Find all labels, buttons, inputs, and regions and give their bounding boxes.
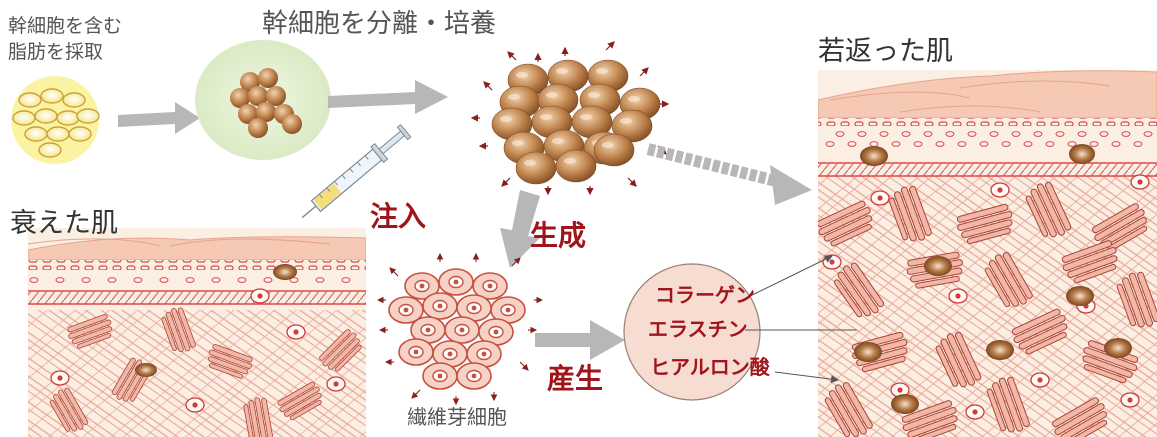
- dermal-cell: [326, 376, 346, 392]
- stem-cell: [282, 114, 302, 134]
- fibroblast-cell: [444, 316, 480, 344]
- stem-cell: [515, 151, 557, 185]
- dashed-arrow-to-skin: [646, 143, 812, 205]
- stem-cell: [258, 68, 278, 88]
- pointer-collagen: [741, 255, 833, 301]
- dermal-cell: [870, 190, 890, 206]
- stem-cell: [1104, 338, 1132, 358]
- fat-cell: [62, 92, 86, 108]
- fat-cell: [18, 92, 42, 108]
- fat-sample: [11, 76, 100, 164]
- product-circle: [623, 263, 761, 401]
- growth-arrow: [411, 389, 421, 399]
- fat-cell: [12, 110, 36, 126]
- generate-label: 生成: [530, 219, 586, 252]
- product-elastin: エラスチン: [648, 317, 748, 341]
- produce-label: 産生: [547, 362, 603, 395]
- aged-label: 衰えた肌: [10, 208, 118, 239]
- dermal-cell: [965, 404, 985, 420]
- produce-arrow: [535, 320, 625, 360]
- dermal-cell: [50, 370, 70, 386]
- cultured-cell-cluster: [470, 41, 670, 196]
- rejuvenated-skin-cross-section: [818, 70, 1157, 437]
- dermal-cell: [286, 324, 306, 340]
- stem-cell: [593, 133, 635, 167]
- fibroblast-label: 繊維芽細胞: [407, 405, 507, 429]
- fat-cell: [46, 126, 70, 142]
- dermal-cell: [822, 254, 842, 270]
- growth-arrow: [507, 51, 517, 61]
- stem-cell: [266, 86, 286, 106]
- harvest-label-line2: 脂肪を採取: [8, 41, 103, 63]
- stem-cell: [891, 394, 919, 414]
- aged-skin-cross-section: [28, 228, 366, 437]
- stem-cell: [248, 118, 268, 138]
- fibroblast-cell: [438, 268, 474, 296]
- fat-cell: [24, 126, 48, 142]
- dermal-cell: [185, 397, 205, 413]
- fat-cell: [76, 108, 100, 124]
- growth-arrow: [519, 361, 529, 371]
- growth-arrow: [605, 41, 615, 51]
- growth-arrow: [511, 257, 521, 267]
- fibroblast-cluster: [376, 252, 544, 406]
- dermal-cell: [990, 182, 1010, 198]
- separate-label: 幹細胞を分離・培養: [262, 9, 496, 39]
- fat-cell: [56, 110, 80, 126]
- growth-arrow: [389, 267, 399, 277]
- stem-cell: [256, 102, 276, 122]
- generate-arrow: [500, 190, 540, 268]
- stem-cell: [924, 256, 952, 276]
- syringe-icon: [301, 123, 412, 219]
- stem-cell: [854, 342, 882, 362]
- stem-cell: [986, 340, 1014, 360]
- fibroblast-cell: [398, 338, 434, 366]
- growth-arrow: [627, 177, 637, 187]
- growth-arrow: [483, 81, 493, 91]
- pointer-hyaluronic: [774, 371, 839, 384]
- dermal-cell: [1120, 392, 1140, 408]
- dermal-cell: [1030, 372, 1050, 388]
- fat-cell: [38, 142, 62, 158]
- fibroblast-cell: [422, 292, 458, 320]
- rejuvenated-label: 若返った肌: [818, 36, 953, 67]
- fat-cell: [34, 108, 58, 124]
- dermal-cell: [1130, 174, 1150, 190]
- inject-label: 注入: [370, 200, 426, 233]
- product-hyaluronic-acid: ヒアルロン酸: [650, 355, 771, 379]
- stem-cell: [230, 88, 250, 108]
- growth-arrow: [501, 177, 511, 187]
- process-arrow-2: [328, 80, 448, 114]
- stem-cell: [135, 363, 157, 377]
- growth-arrow: [639, 67, 649, 77]
- dermal-cell: [250, 288, 270, 304]
- stem-cell-dish: [195, 40, 331, 160]
- stem-cell: [1066, 286, 1094, 306]
- stem-cell: [238, 104, 258, 124]
- process-arrow-1: [118, 102, 200, 134]
- fat-cell: [68, 126, 92, 142]
- stem-cell: [248, 86, 268, 106]
- harvest-label-line1: 幹細胞を含む: [8, 15, 122, 37]
- fat-cell: [40, 88, 64, 104]
- product-collagen: コラーゲン: [655, 283, 755, 307]
- fibroblast-cell: [422, 362, 458, 390]
- stem-cell: [555, 149, 597, 183]
- fibroblast-cell: [456, 362, 492, 390]
- dermal-cell: [948, 288, 968, 304]
